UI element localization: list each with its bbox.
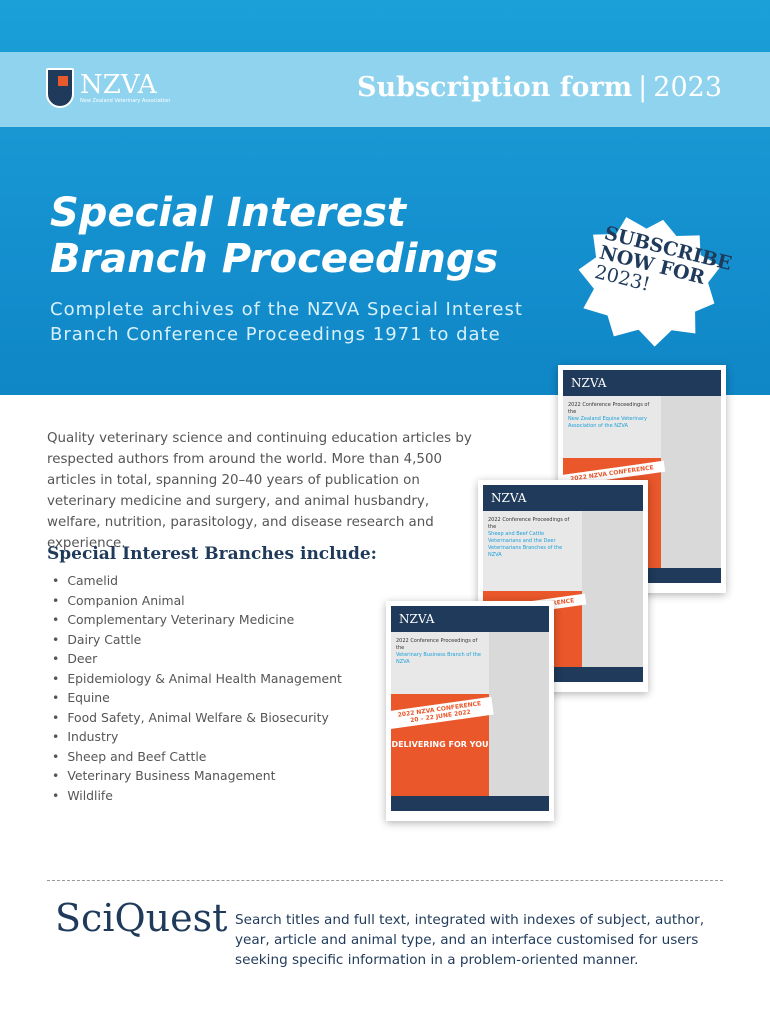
list-item: Industry xyxy=(52,729,342,749)
title-line: Special Interest xyxy=(50,190,407,236)
cover-heading: 2022 Conference Proceedings of the xyxy=(568,402,650,415)
title-line: Branch Proceedings xyxy=(50,236,499,282)
logo-sub: New Zealand Veterinary Association xyxy=(80,98,171,104)
cover-logo: NZVA xyxy=(391,606,549,632)
branches-heading: Special Interest Branches include: xyxy=(47,544,377,564)
list-item: Sheep and Beef Cattle xyxy=(52,749,342,769)
divider xyxy=(47,880,723,881)
cover-tagline: DELIVERING FOR YOU xyxy=(391,740,489,749)
list-item: Equine xyxy=(52,690,342,710)
list-item: Epidemiology & Animal Health Management xyxy=(52,671,342,691)
list-item: Veterinary Business Management xyxy=(52,768,342,788)
form-title: Subscription form|2023 xyxy=(357,72,722,103)
cover-branch: Veterinary Business Branch of the NZVA xyxy=(396,652,481,665)
form-year: 2023 xyxy=(653,72,722,103)
subtitle-line: Branch Conference Proceedings 1971 to da… xyxy=(50,324,501,345)
list-item: Food Safety, Animal Welfare & Biosecurit… xyxy=(52,710,342,730)
cover-branch: New Zealand Equine Veterinary Associatio… xyxy=(568,416,648,429)
intro-paragraph: Quality veterinary science and continuin… xyxy=(47,431,472,551)
footer-text: Search titles and full text, integrated … xyxy=(235,912,705,968)
list-item: Deer xyxy=(52,651,342,671)
nzva-logo: NZVA New Zealand Veterinary Association xyxy=(46,68,170,108)
separator: | xyxy=(638,72,648,103)
list-item: Complementary Veterinary Medicine xyxy=(52,612,342,632)
list-item: Dairy Cattle xyxy=(52,632,342,652)
branches-list: Camelid Companion Animal Complementary V… xyxy=(52,573,342,807)
shield-icon xyxy=(46,68,74,108)
cover-logo: NZVA xyxy=(563,370,721,396)
cover-heading: 2022 Conference Proceedings of the xyxy=(396,638,478,651)
page-subtitle: Complete archives of the NZVA Special In… xyxy=(50,297,523,347)
cover-branch: Sheep and Beef Cattle Veterinarians and … xyxy=(488,531,563,558)
sciquest-logo: SciQuest xyxy=(55,896,228,940)
list-item: Camelid xyxy=(52,573,342,593)
header-band xyxy=(0,52,770,127)
subtitle-line: Complete archives of the NZVA Special In… xyxy=(50,299,523,320)
list-item: Wildlife xyxy=(52,788,342,808)
form-title-text: Subscription form xyxy=(356,72,633,103)
logo-name: NZVA xyxy=(80,70,157,100)
cover-logo: NZVA xyxy=(483,485,643,511)
cover-heading: 2022 Conference Proceedings of the xyxy=(488,517,570,530)
list-item: Companion Animal xyxy=(52,593,342,613)
